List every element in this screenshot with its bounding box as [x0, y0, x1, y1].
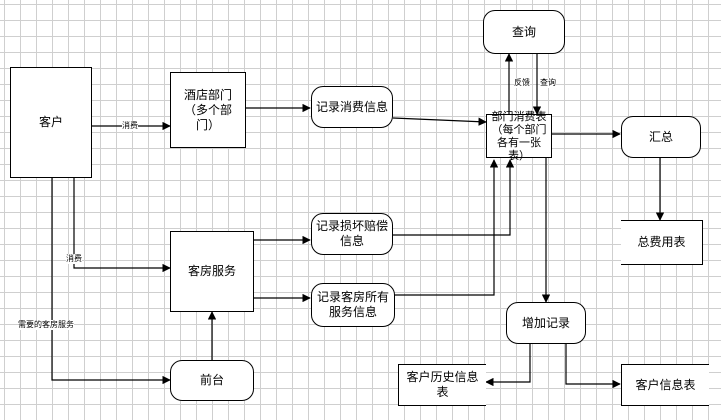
node-record-damage: 记录损坏赔偿信息	[311, 213, 393, 255]
store-customer-history-label: 客户历史信息表	[406, 370, 479, 399]
node-front-desk: 前台	[170, 360, 254, 401]
node-customer: 客户	[10, 67, 92, 178]
edge-customer-to-room-service	[73, 178, 171, 273]
node-record-consumption: 记录消费信息	[311, 86, 393, 128]
edge-record-consumption-to-table	[392, 117, 487, 126]
node-room-service-label: 客房服务	[187, 264, 236, 278]
edge-services-to-table	[394, 159, 499, 296]
node-summary: 汇总	[621, 116, 701, 158]
node-record-damage-label: 记录损坏赔偿信息	[316, 219, 389, 248]
edge-label-feedback: 反馈	[514, 78, 530, 88]
node-dept-consumption-table: 部门消费表（每个部门各有一张表）	[486, 110, 552, 162]
edge-label-query: 查询	[540, 78, 556, 88]
node-record-room-services: 记录客房所有服务信息	[311, 283, 395, 327]
store-customer-info: 客户信息表	[621, 364, 709, 406]
edge-label-consume-dept: 消费	[122, 121, 138, 131]
edge-label-consume-room: 消费	[66, 254, 82, 264]
edge-add-record-to-info	[565, 344, 621, 389]
edge-damage-to-table	[392, 159, 515, 236]
node-query-label: 查询	[511, 24, 536, 39]
node-hotel-dept-label: 酒店部门（多个部门）	[183, 87, 232, 132]
node-summary-label: 汇总	[648, 129, 673, 144]
store-total-cost-label: 总费用表	[637, 235, 686, 249]
store-customer-history: 客户历史信息表	[398, 364, 486, 406]
edge-add-record-to-history	[485, 344, 531, 387]
node-record-consumption-label: 记录消费信息	[315, 99, 388, 114]
node-customer-label: 客户	[38, 115, 63, 129]
node-hotel-dept: 酒店部门（多个部门）	[170, 72, 246, 148]
node-record-room-services-label: 记录客房所有服务信息	[316, 290, 389, 319]
node-front-desk-label: 前台	[199, 373, 224, 387]
node-add-record-label: 增加记录	[521, 315, 570, 330]
node-add-record: 增加记录	[506, 302, 586, 344]
edge-label-needed-room-service: 需要的客房服务	[18, 320, 74, 330]
store-customer-info-label: 客户信息表	[635, 377, 696, 392]
edge-customer-to-front-desk	[51, 178, 171, 385]
node-room-service: 客房服务	[170, 231, 254, 312]
store-total-cost: 总费用表	[621, 220, 703, 265]
node-dept-consumption-table-label: 部门消费表（每个部门各有一张表）	[491, 110, 547, 162]
node-query: 查询	[483, 10, 565, 54]
